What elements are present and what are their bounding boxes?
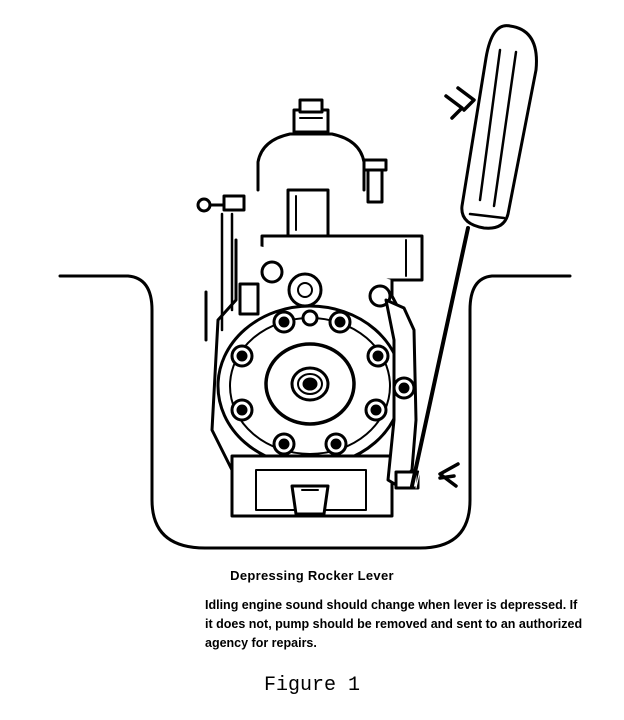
delivery-valve-nuts: [230, 309, 390, 456]
pump-base: [230, 454, 394, 518]
rocker-lever[interactable]: [384, 298, 420, 490]
caption-line: agency for repairs.: [205, 636, 317, 650]
caption-line: Idling engine sound should change when l…: [205, 598, 578, 612]
arrow-left-icon: [438, 462, 460, 488]
mounting-cavity-outline: [58, 274, 572, 550]
hydraulic-head: [216, 304, 404, 468]
caption-line: it does not, pump should be removed and …: [205, 617, 583, 631]
caption-title: Depressing Rocker Lever: [230, 568, 394, 583]
screwdriver-illustration: [410, 24, 538, 489]
pump-illustration: [58, 24, 572, 550]
arrow-down-icon: [444, 86, 476, 120]
figure-label: Figure 1: [263, 674, 360, 697]
caption-body: Idling engine sound should change when l…: [205, 596, 605, 653]
